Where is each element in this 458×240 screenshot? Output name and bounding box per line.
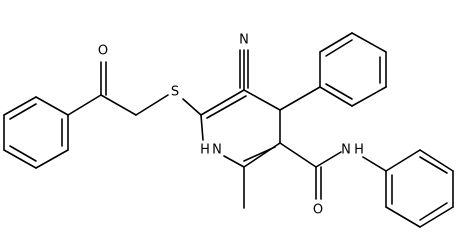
molecule-structure: N S O H N [3,32,454,228]
thioether-linker: S O [67,44,202,116]
amide-hydrogen-label: H [354,143,364,158]
c4-phenyl-ring [279,32,387,111]
ring-nitrogen-label: N [212,143,222,158]
sulfur-label: S [171,85,179,100]
ring-hydrogen-label: H [200,143,210,158]
nitrile-group: N [239,33,249,91]
carboxamide-group: O N H [279,142,387,218]
amide-oxygen-label: O [313,203,323,218]
ketone-oxygen-label: O [98,44,108,59]
dihydropyridine-ring [200,89,281,168]
benzoyl-phenyl-ring [3,96,69,169]
nitrile-nitrogen-label: N [239,33,249,48]
anilide-phenyl-ring [385,149,454,228]
ring-nh: H N [200,143,222,158]
amide-nitrogen-label: N [341,143,351,158]
